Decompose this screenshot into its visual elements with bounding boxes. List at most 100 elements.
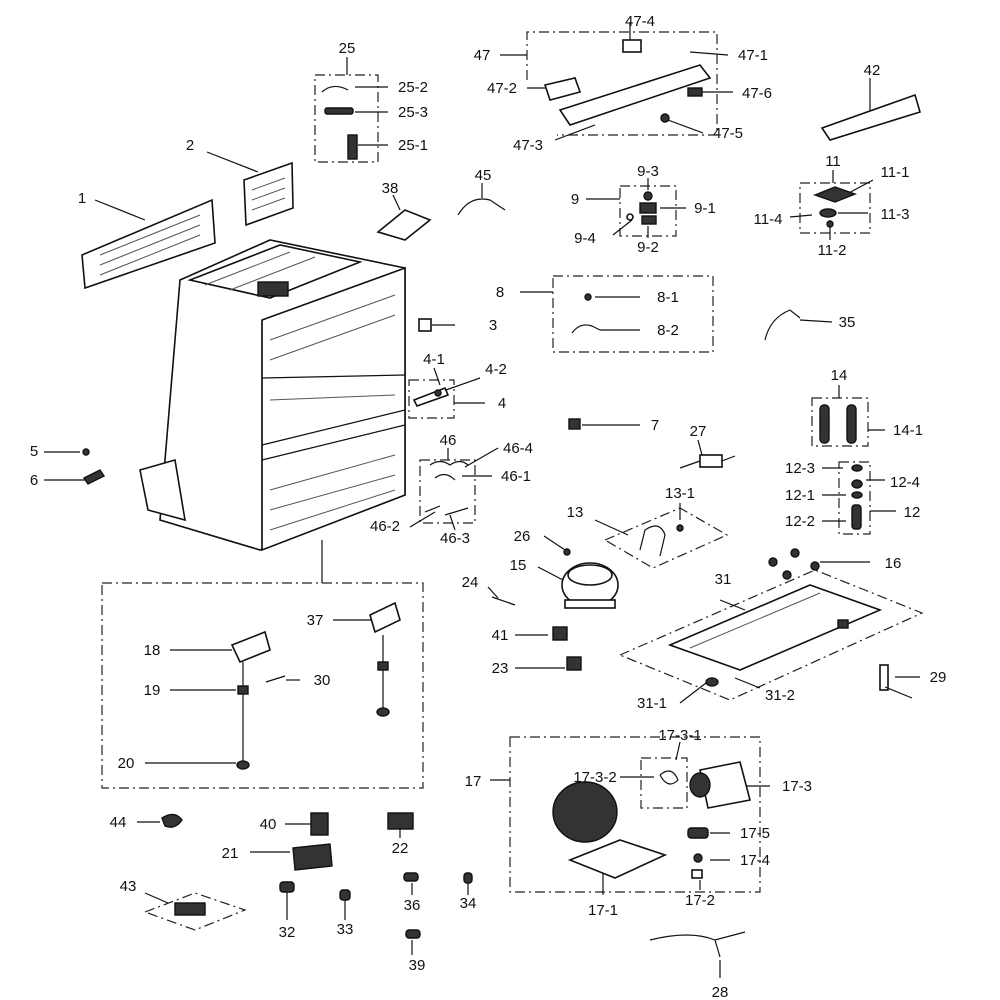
- callout-24: 24: [462, 574, 479, 591]
- part-13-tube: [639, 525, 666, 557]
- callout-25: 25: [339, 40, 356, 57]
- part-29-tool: [879, 664, 913, 699]
- part-36: [403, 872, 419, 882]
- callout-12-3: 12-3: [785, 460, 815, 477]
- callout-9-2: 9-2: [637, 239, 659, 256]
- callout-47-6: 47-6: [742, 85, 772, 102]
- callout-33: 33: [337, 921, 354, 938]
- group-box-8: [552, 275, 714, 353]
- part-5: [82, 448, 90, 456]
- callout-12-1: 12-1: [785, 487, 815, 504]
- callout-14-1: 14-1: [893, 422, 923, 439]
- part-37-bracket: [369, 601, 401, 634]
- part-28-harness: [649, 931, 746, 958]
- callout-18: 18: [144, 642, 161, 659]
- callout-25-1: 25-1: [398, 137, 428, 154]
- part-15-compressor: [561, 562, 619, 609]
- part-35-cable: [764, 309, 801, 341]
- callout-43: 43: [120, 878, 137, 895]
- callout-31-1: 31-1: [637, 695, 667, 712]
- callout-23: 23: [492, 660, 509, 677]
- part-13-1: [676, 524, 684, 532]
- part-39: [405, 929, 421, 939]
- leader-lines: [44, 22, 920, 978]
- part-21-plate: [292, 843, 333, 871]
- callout-47-1: 47-1: [738, 47, 768, 64]
- group-box-4: [408, 379, 455, 419]
- callout-36: 36: [404, 897, 421, 914]
- parts: [81, 39, 921, 958]
- group-box-14: [811, 397, 869, 447]
- callout-46-4: 46-4: [503, 440, 533, 457]
- callout-3: 3: [489, 317, 497, 334]
- callout-11: 11: [825, 153, 841, 170]
- callout-47-4: 47-4: [625, 13, 655, 30]
- part-7: [568, 418, 581, 430]
- callout-15: 15: [510, 557, 527, 574]
- callout-2: 2: [186, 137, 194, 154]
- part-33: [339, 889, 351, 901]
- callout-17-3-2: 17-3-2: [573, 769, 616, 786]
- callout-4: 4: [498, 395, 506, 412]
- part-47-frame: [543, 39, 712, 126]
- callout-14: 14: [831, 367, 848, 384]
- part-25-assembly: [321, 85, 358, 160]
- group-box-31: [618, 569, 924, 701]
- callout-1: 1: [78, 190, 86, 207]
- callout-17-3-1: 17-3-1: [658, 727, 701, 744]
- callout-41: 41: [492, 627, 509, 644]
- part-24-rod: [491, 596, 516, 606]
- callout-11-1: 11-1: [881, 164, 910, 181]
- callout-47-2: 47-2: [487, 80, 517, 97]
- part-41: [552, 626, 568, 641]
- part-18-bracket: [230, 630, 271, 664]
- part-46-assembly: [424, 460, 469, 516]
- callout-labels: 1 2 3 4 4-1 4-2 5 6 7 8 8-1 8-2 9 9-1 9-…: [30, 13, 947, 1000]
- part-8-2: [571, 324, 601, 334]
- callout-12-4: 12-4: [890, 474, 920, 491]
- callout-11-2: 11-2: [818, 242, 847, 259]
- callout-46-2: 46-2: [370, 518, 400, 535]
- callout-27: 27: [690, 423, 707, 440]
- group-box-11: [799, 182, 871, 234]
- callout-29: 29: [930, 669, 947, 686]
- group-box-47: [526, 31, 718, 136]
- callout-30: 30: [314, 672, 331, 689]
- part-26: [563, 548, 571, 556]
- group-box-17-3-1: [640, 757, 688, 809]
- callout-12-2: 12-2: [785, 513, 815, 530]
- callout-6: 6: [30, 472, 38, 489]
- part-19-20-leveler: [236, 635, 390, 770]
- callout-34: 34: [460, 895, 477, 912]
- callout-22: 22: [392, 840, 409, 857]
- part-43: [174, 902, 206, 916]
- callout-47-3: 47-3: [513, 137, 543, 154]
- part-6: [82, 469, 106, 485]
- callout-9: 9: [571, 191, 579, 208]
- callout-40: 40: [260, 816, 277, 833]
- callout-16: 16: [885, 555, 902, 572]
- callout-28: 28: [712, 984, 729, 1000]
- callout-38: 38: [382, 180, 399, 197]
- callout-46: 46: [440, 432, 457, 449]
- part-27-valve: [679, 454, 736, 469]
- callout-4-2: 4-2: [485, 361, 507, 378]
- callout-45: 45: [475, 167, 492, 184]
- part-1-cover-panel: [81, 198, 216, 290]
- callout-31: 31: [715, 571, 732, 588]
- callout-17-2: 17-2: [685, 892, 715, 909]
- part-38-bracket: [376, 209, 432, 241]
- part-12-assembly: [851, 464, 863, 530]
- part-main-cabinet: [139, 239, 406, 552]
- callout-13-1: 13-1: [665, 485, 695, 502]
- part-40: [310, 812, 329, 836]
- part-32: [279, 881, 295, 893]
- group-box-lower-cabinet: [101, 582, 424, 789]
- part-17-fan-assembly: [552, 761, 751, 879]
- part-14-rods: [819, 404, 857, 444]
- callout-47: 47: [474, 47, 491, 64]
- part-11-assembly: [813, 186, 857, 228]
- group-box-25: [314, 74, 379, 163]
- part-31-base-plate: [667, 584, 883, 687]
